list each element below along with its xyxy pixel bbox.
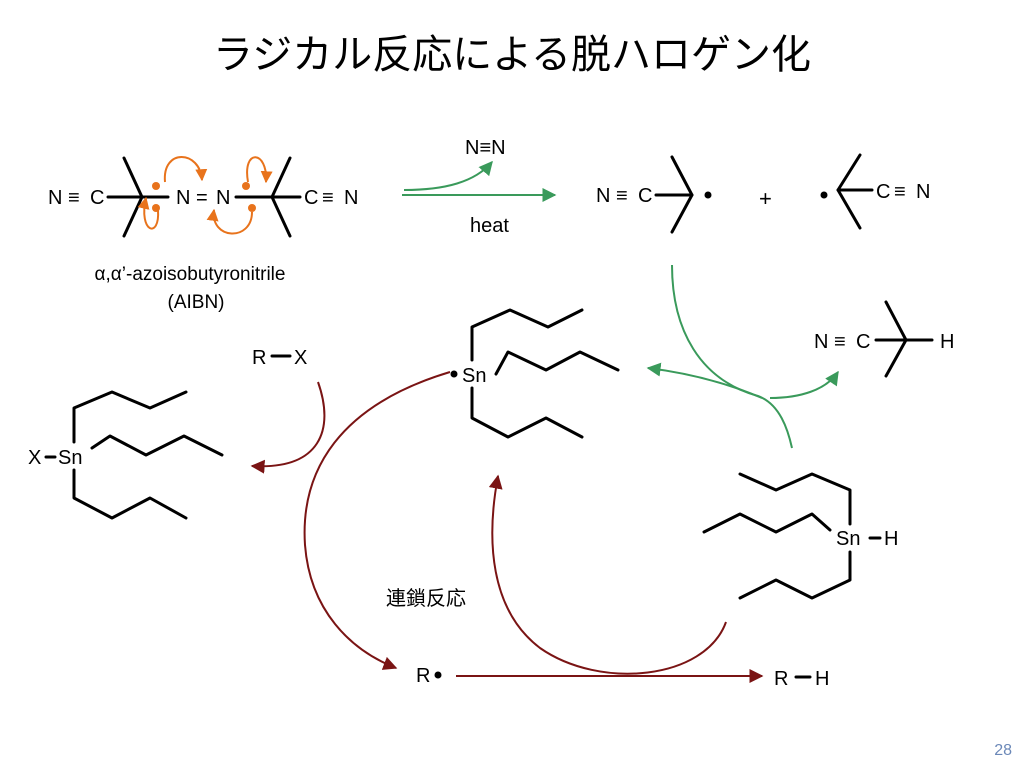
aibn-c-right: C — [304, 187, 318, 209]
aibn-n-right: N — [344, 187, 358, 209]
butyl-chain — [90, 434, 224, 457]
aibn-triple-left: ≡ — [68, 187, 80, 209]
nch-formation-arrow — [769, 370, 839, 399]
tin-radical-to-r-radical-arrow — [303, 371, 451, 670]
butyl-chain — [72, 468, 188, 520]
sn-label: Sn — [836, 528, 860, 550]
alkane-product: R H — [774, 668, 829, 690]
butyl-chain — [470, 308, 584, 362]
radical-c: C — [876, 181, 890, 203]
page-number: 28 — [994, 742, 1012, 759]
butyl-chain — [494, 350, 620, 376]
aibn-azo-double-bond: = — [196, 187, 208, 209]
electron-arrow — [246, 156, 273, 184]
radical-dot — [704, 191, 712, 199]
radical-to-tin-arrow — [671, 264, 793, 449]
radical-triple: ≡ — [616, 185, 628, 207]
n2-release-arrow — [403, 160, 493, 191]
butyl-chain — [470, 386, 584, 439]
electron-arrow — [163, 156, 208, 183]
radical-c: C — [638, 185, 652, 207]
butyl-chain — [72, 390, 188, 444]
tin-hydride-regeneration-arrow — [488, 474, 727, 675]
butyl-chain — [738, 472, 852, 526]
heat-label: heat — [470, 215, 509, 237]
nch-c: C — [856, 331, 870, 353]
bond — [884, 300, 908, 378]
propagation-arrows — [250, 371, 764, 683]
initiation-arrows: heat N≡N — [402, 137, 557, 237]
aibn-n-azo-2: N — [216, 187, 230, 209]
radical-dot — [820, 191, 828, 199]
aibn-name: α,α’-azoisobutyronitrile — [95, 264, 286, 285]
tin-radical-release-arrow — [646, 362, 763, 399]
x-label: X — [28, 447, 41, 469]
aibn-triple-right: ≡ — [322, 187, 334, 209]
r-label: R — [774, 668, 788, 690]
nch-triple: ≡ — [834, 331, 846, 353]
cyanoisopropyl-radical-left: N ≡ C — [596, 155, 712, 234]
h-label: H — [815, 668, 829, 690]
alkyl-radical: R — [416, 665, 442, 687]
r-label: R — [252, 347, 266, 369]
radical-n: N — [596, 185, 610, 207]
electron-dot — [242, 182, 250, 190]
alkyl-halide: R X — [252, 347, 307, 369]
tributyltin-halide: X Sn — [28, 390, 224, 520]
cyanoisopropyl-radical-right: C ≡ N — [820, 153, 930, 230]
butyl-chain — [702, 512, 832, 534]
radical-dot — [450, 370, 458, 378]
aibn-abbreviation: (AIBN) — [168, 292, 225, 313]
aibn-molecule: N ≡ C N = N C ≡ N — [48, 156, 358, 313]
aibn-c-left: C — [90, 187, 104, 209]
bond — [670, 155, 694, 234]
electron-dot — [152, 182, 160, 190]
electron-arrow — [206, 208, 253, 235]
electron-dot — [248, 204, 256, 212]
tributyltin-radical: Sn — [450, 308, 620, 439]
electron-arrows — [137, 156, 273, 235]
aibn-n-azo-1: N — [176, 187, 190, 209]
x-label: X — [294, 347, 307, 369]
plus-sign: + — [759, 186, 772, 211]
bond — [836, 153, 862, 230]
h-label: H — [884, 528, 898, 550]
isobutyronitrile-product: N ≡ C H — [814, 300, 954, 378]
radical-n: N — [916, 181, 930, 203]
chain-reaction-label: 連鎖反応 — [386, 587, 466, 610]
abstraction-arrows — [646, 264, 839, 449]
halogen-transfer-arrow — [250, 381, 326, 474]
radical-triple: ≡ — [894, 181, 906, 203]
r-label: R — [416, 665, 430, 687]
nch-h: H — [940, 331, 954, 353]
aibn-n-left: N — [48, 187, 62, 209]
radical-dot — [434, 671, 442, 679]
sn-label: Sn — [462, 365, 486, 387]
butyl-chain — [738, 550, 852, 600]
tributyltin-hydride: Sn H — [702, 472, 898, 600]
slide-title: ラジカル反応による脱ハロゲン化 — [213, 32, 811, 78]
electron-arrow — [137, 196, 160, 230]
sn-label: Sn — [58, 447, 82, 469]
n2-label: N≡N — [465, 137, 506, 159]
nch-n: N — [814, 331, 828, 353]
